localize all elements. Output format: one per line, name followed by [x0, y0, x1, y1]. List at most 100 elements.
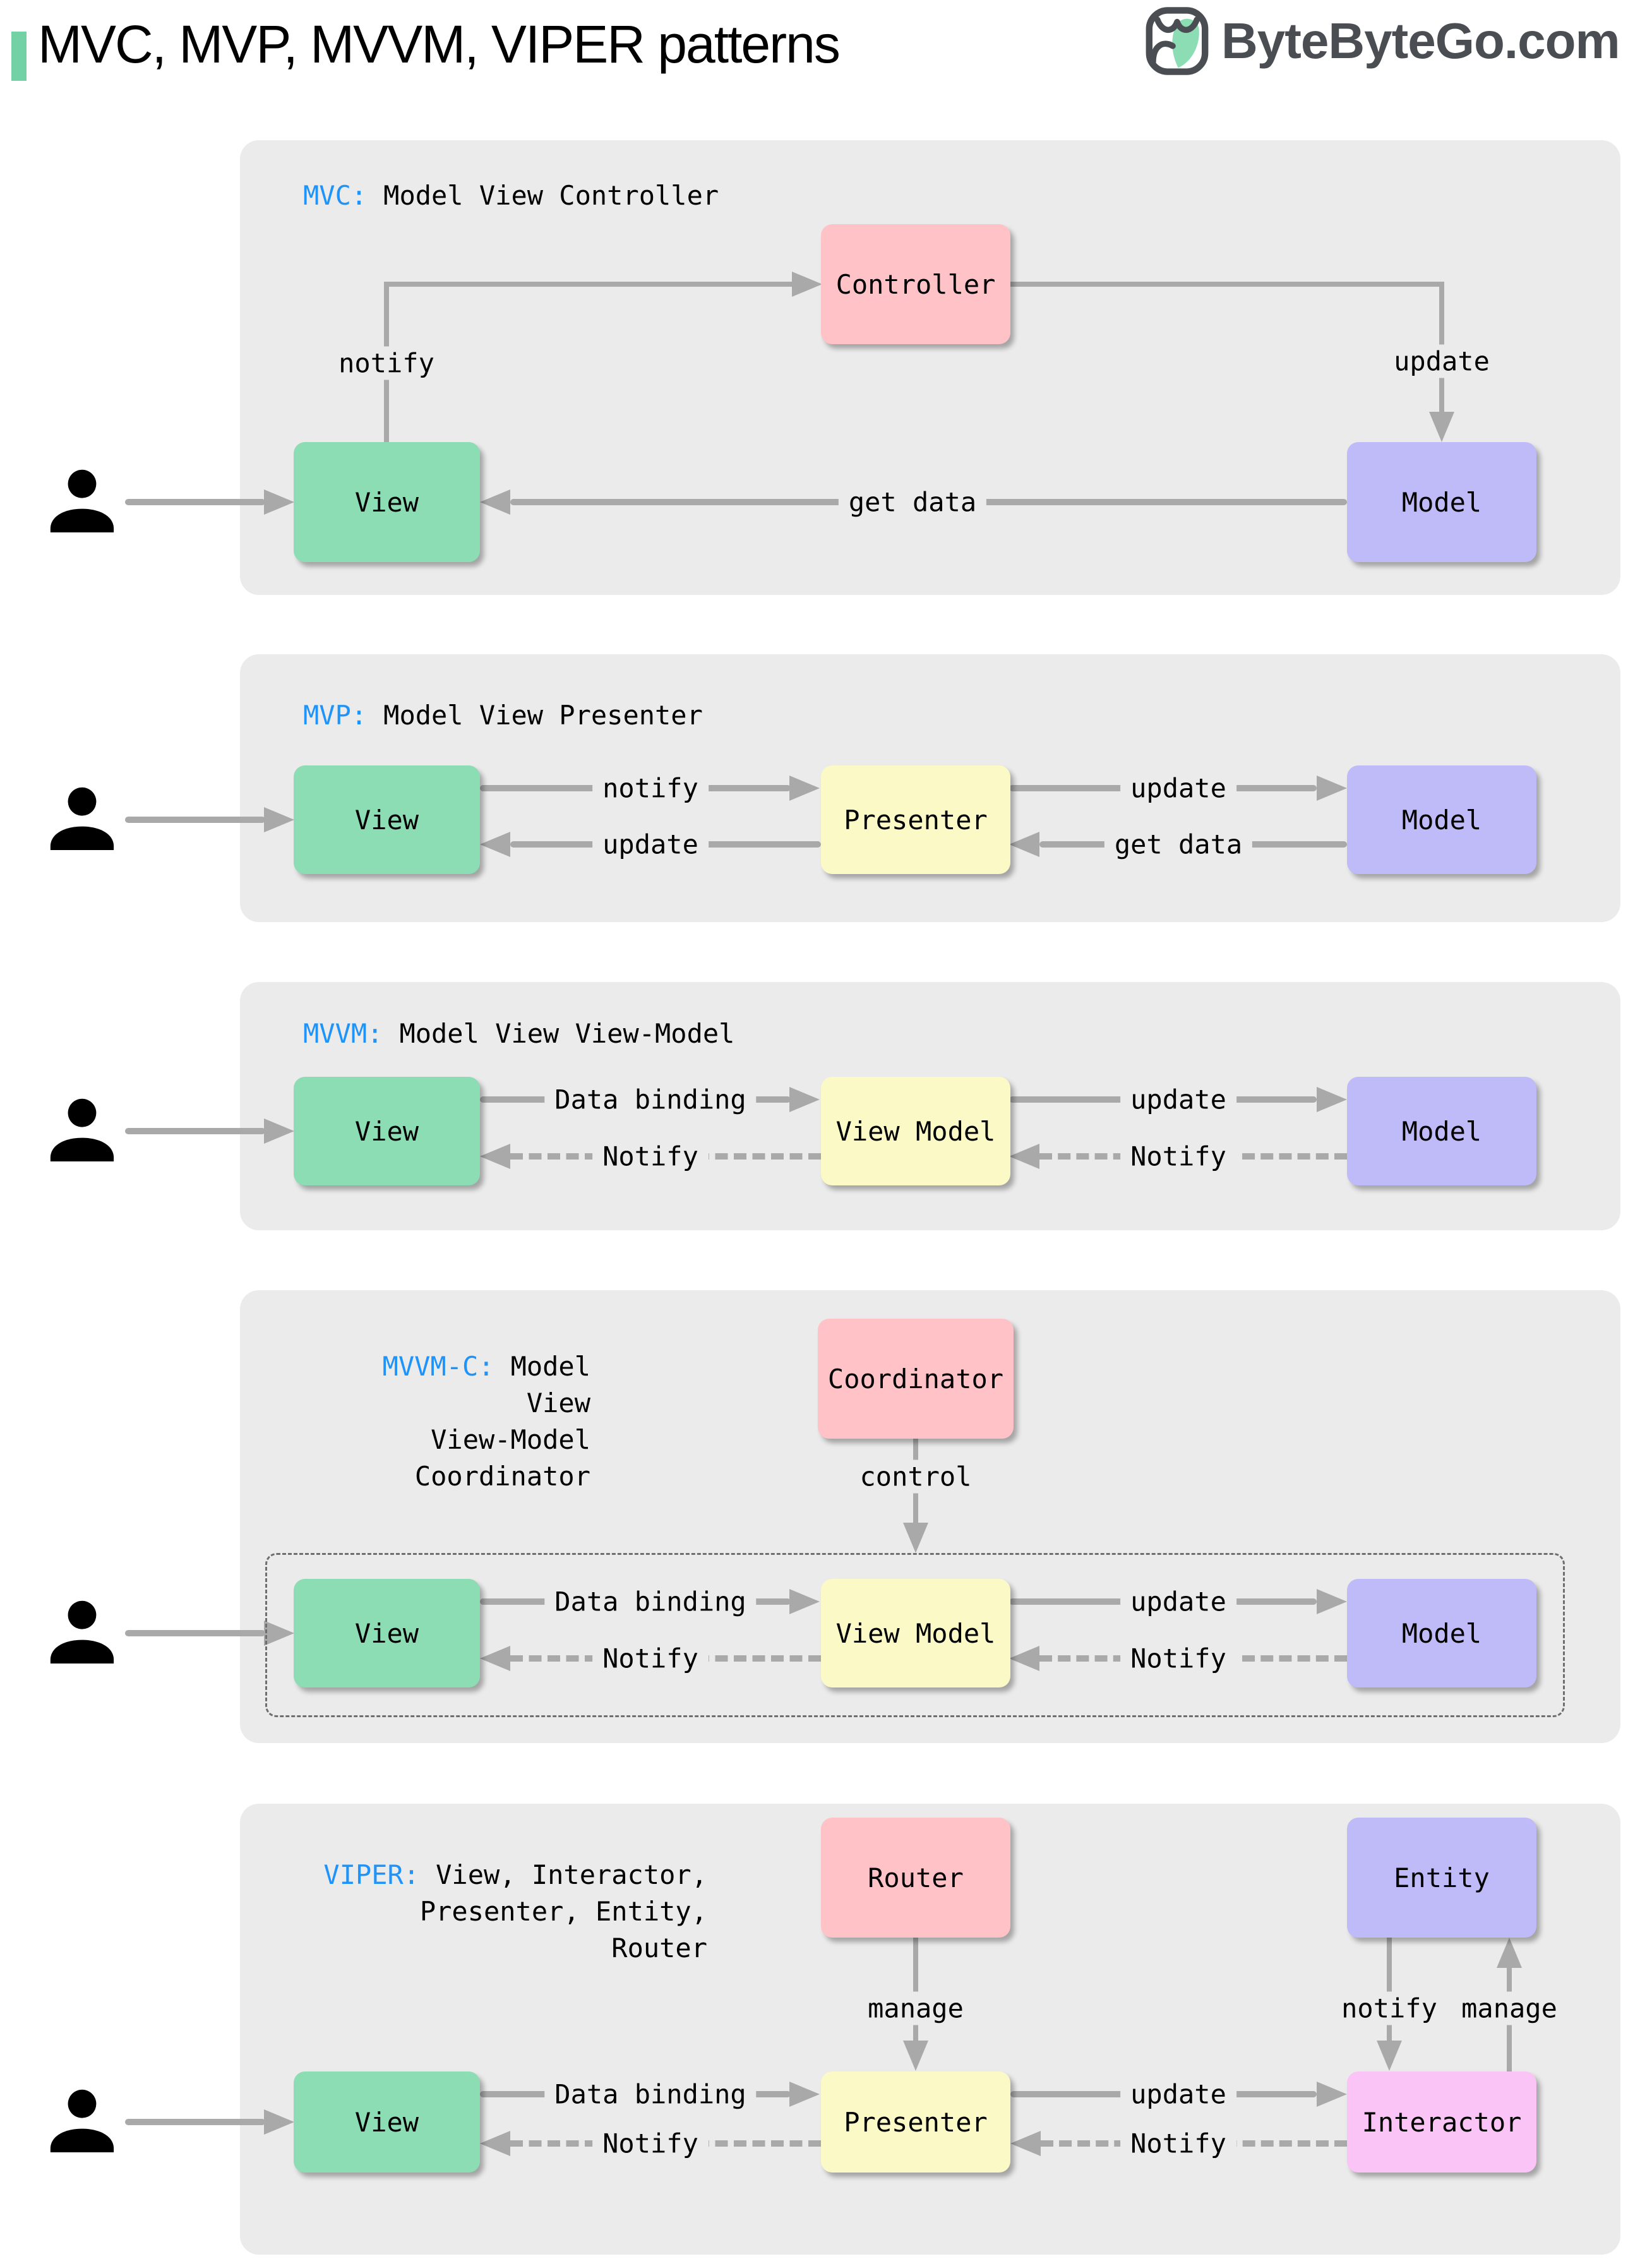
box-presenter-viper: Presenter — [821, 2071, 1010, 2173]
title-accent-bar — [11, 32, 27, 81]
label-notify-left-mvvm-c: Notify — [592, 1641, 709, 1676]
arrowhead-notify-left-mvvm-c — [480, 1646, 510, 1671]
arrowhead-notify-left-mvvm — [480, 1144, 510, 1169]
arrowhead-notify-right-viper — [1010, 2131, 1041, 2156]
label-update-to-model-mvp: update — [1120, 771, 1236, 805]
label-update-mvc: update — [1384, 344, 1500, 378]
arrowhead-user-to-view-mvp — [264, 807, 294, 832]
arrowhead-data-binding-viper — [789, 2082, 820, 2107]
user-icon-mvvm — [50, 1098, 114, 1161]
label-notify-mvp: notify — [592, 771, 709, 805]
arrowhead-manage-router-viper — [903, 2041, 928, 2071]
label-data-binding-viper: Data binding — [544, 2077, 757, 2111]
label-update-mvvm: update — [1120, 1082, 1236, 1117]
section-desc-line-2-viper: Presenter, Entity, — [419, 1896, 707, 1927]
box-controller-mvc: Controller — [821, 224, 1010, 344]
label-data-binding-mvvm-c: Data binding — [544, 1585, 757, 1619]
label-notify-entity-viper: notify — [1331, 1991, 1447, 2025]
box-view-viper: View — [294, 2071, 480, 2173]
arrowhead-update-to-view-mvp — [480, 832, 510, 857]
arrow-line-user-to-view-viper — [125, 2119, 265, 2125]
label-update-to-view-mvp: update — [592, 827, 709, 861]
box-presenter-mvp: Presenter — [821, 765, 1010, 874]
section-abbr-viper: VIPER: — [323, 1859, 420, 1890]
section-abbr-mvvm-c: MVVM-C: — [382, 1351, 494, 1382]
box-view-mvc: View — [294, 442, 480, 562]
section-label-mvvm: MVVM:Model View View-Model — [303, 1018, 734, 1049]
arrowhead-data-binding-mvvm — [789, 1087, 820, 1112]
arrowhead-user-to-view-viper — [264, 2109, 294, 2135]
arrowhead-update-mvvm — [1317, 1087, 1347, 1112]
box-model-mvvm: Model — [1347, 1077, 1536, 1185]
arrowhead-update-mvvm-c — [1317, 1589, 1347, 1614]
box-view-mvvm-c: View — [294, 1579, 480, 1688]
section-desc-mvvm: Model View View-Model — [399, 1018, 735, 1049]
arrowhead-notify-right-mvvm — [1009, 1144, 1039, 1169]
arrow-line-notify-horizontal-mvc — [384, 282, 793, 287]
label-get-data-mvc: get data — [838, 485, 987, 519]
user-icon-mvp — [50, 787, 114, 850]
label-get-data-mvp: get data — [1104, 827, 1253, 861]
section-label-mvp: MVP:Model View Presenter — [303, 700, 703, 731]
arrowhead-update-to-model-mvp — [1317, 776, 1347, 801]
arrow-line-manage-router-viper — [913, 1938, 918, 2041]
section-label-mvc: MVC: Model View Controller — [303, 180, 719, 211]
box-router-viper: Router — [821, 1818, 1010, 1938]
arrow-line-user-to-view-mvvm — [125, 1128, 265, 1134]
arrowhead-user-to-view-mvvm — [264, 1118, 294, 1144]
arrowhead-notify-mvc — [792, 272, 822, 297]
arrowhead-notify-entity-viper — [1377, 2041, 1402, 2071]
bytebytego-logo-text: ByteByteGo.com — [1221, 13, 1620, 69]
arrowhead-notify-left-viper — [480, 2131, 510, 2156]
user-icon-viper — [50, 2089, 114, 2152]
label-manage-router-viper: manage — [858, 1991, 974, 2025]
arrowhead-get-data-mvc — [480, 489, 510, 515]
section-label-mvvm-c: MVVM-C:Model View View-Model Coordinator — [303, 1348, 590, 1495]
box-model-mvp: Model — [1347, 765, 1536, 874]
label-data-binding-mvvm: Data binding — [544, 1082, 757, 1117]
bytebytego-logo: ByteByteGo.com — [1144, 5, 1620, 77]
arrow-line-user-to-view-mvp — [125, 817, 265, 823]
label-notify-right-mvvm: Notify — [1120, 1139, 1236, 1173]
arrow-line-user-to-view-mvc — [125, 499, 265, 505]
section-abbr-mvc: MVC: — [303, 180, 368, 211]
user-icon-mvc — [50, 469, 114, 532]
arrowhead-data-binding-mvvm-c — [789, 1589, 820, 1614]
section-desc-line-2-mvvm-c: View-Model — [431, 1424, 590, 1455]
arrowhead-update-viper — [1317, 2082, 1347, 2107]
page-title: MVC, MVP, MVVM, VIPER patterns — [38, 15, 841, 74]
box-model-mvvm-c: Model — [1347, 1579, 1536, 1688]
label-notify-mvc: notify — [328, 346, 445, 380]
label-manage-entity-viper: manage — [1451, 1991, 1567, 2025]
section-desc-line-1-mvvm-c: MVVM-C:Model View — [382, 1351, 590, 1418]
label-update-mvvm-c: update — [1120, 1585, 1236, 1619]
bytebytego-logo-icon — [1146, 7, 1209, 75]
box-entity-viper: Entity — [1347, 1818, 1536, 1938]
box-interactor-viper: Interactor — [1347, 2071, 1536, 2173]
box-view-model-mvvm: View Model — [821, 1077, 1010, 1185]
label-notify-right-viper: Notify — [1120, 2126, 1236, 2161]
label-update-viper: update — [1120, 2077, 1236, 2111]
label-notify-left-viper: Notify — [592, 2126, 709, 2161]
user-icon-mvvm-c — [50, 1600, 114, 1664]
arrow-line-update-horizontal-mvc — [1010, 282, 1444, 287]
arrowhead-user-to-view-mvvm-c — [264, 1621, 294, 1646]
dashed-container-mvvm-c — [265, 1553, 1565, 1717]
box-model-mvc: Model — [1347, 442, 1536, 562]
arrowhead-notify-right-mvvm-c — [1009, 1646, 1039, 1671]
label-notify-right-mvvm-c: Notify — [1120, 1641, 1236, 1676]
section-desc-line-3-viper: Router — [611, 1933, 707, 1963]
arrowhead-update-mvc — [1429, 412, 1454, 442]
arrow-line-user-to-view-mvvm-c — [125, 1630, 265, 1636]
box-view-mvvm: View — [294, 1077, 480, 1185]
box-view-mvp: View — [294, 765, 480, 874]
arrowhead-manage-entity-viper — [1497, 1938, 1522, 1968]
arrowhead-get-data-mvp — [1009, 832, 1039, 857]
section-abbr-mvp: MVP: — [303, 700, 368, 731]
section-desc-line-1-viper: VIPER:View, Interactor, — [323, 1859, 707, 1890]
arrowhead-control-mvvm-c — [903, 1523, 928, 1553]
section-desc-mvc: Model View Controller — [383, 180, 719, 211]
box-view-model-mvvm-c: View Model — [821, 1579, 1010, 1688]
label-control-mvvm-c: control — [849, 1460, 982, 1494]
